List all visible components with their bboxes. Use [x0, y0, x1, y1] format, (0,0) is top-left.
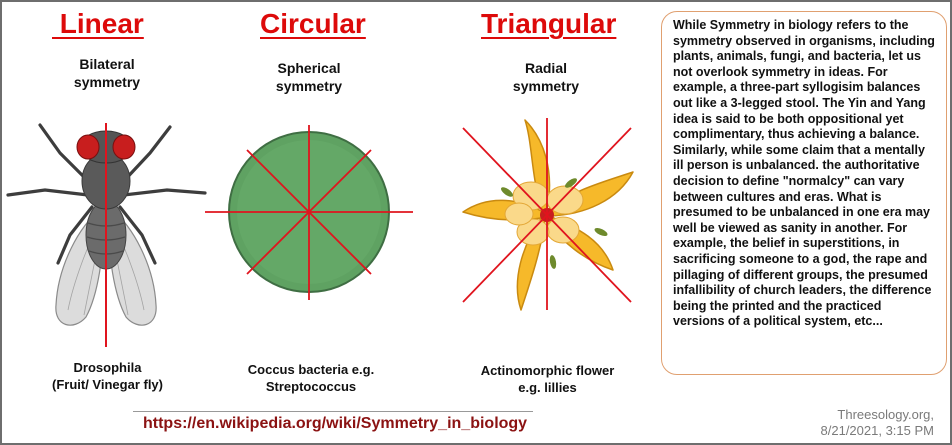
- caption-flower: Actinomorphic flower e.g. lillies: [465, 362, 630, 396]
- subtitle-line: symmetry: [512, 78, 580, 94]
- subtitle-line: Spherical: [277, 60, 341, 76]
- lily-flower-icon: [462, 118, 634, 311]
- fruit-fly-icon: [6, 123, 207, 347]
- subtitle-bilateral: Bilateral symmetry: [27, 55, 187, 91]
- wikipedia-link[interactable]: https://en.wikipedia.org/wiki/Symmetry_i…: [143, 415, 528, 432]
- subtitle-radial: Radial symmetry: [466, 59, 626, 95]
- description-text: While Symmetry in biology refers to the …: [673, 18, 935, 329]
- subtitle-line: symmetry: [73, 74, 141, 90]
- subtitle-spherical: Spherical symmetry: [229, 59, 389, 95]
- credit: Threesology.org, 8/21/2021, 3:15 PM: [821, 407, 934, 439]
- link-divider: [133, 411, 533, 412]
- heading-triangular: Triangular: [481, 8, 617, 39]
- heading-circular: Circular: [260, 8, 366, 39]
- description-box: While Symmetry in biology refers to the …: [661, 11, 947, 375]
- coccus-bacterium-icon: [205, 125, 413, 300]
- caption-line: e.g. lillies: [518, 380, 577, 395]
- subtitle-line: symmetry: [275, 78, 343, 94]
- caption-line: Streptococcus: [265, 379, 357, 394]
- caption-line: Coccus bacteria e.g.: [247, 362, 375, 377]
- caption-drosophila: Drosophila (Fruit/ Vinegar fly): [35, 359, 180, 393]
- credit-date: 8/21/2021, 3:15 PM: [820, 423, 934, 438]
- caption-coccus: Coccus bacteria e.g. Streptococcus: [226, 361, 396, 395]
- subtitle-line: Bilateral: [79, 56, 135, 72]
- caption-line: (Fruit/ Vinegar fly): [52, 377, 163, 392]
- caption-line: Drosophila: [73, 360, 142, 375]
- heading-linear: Linear: [52, 8, 144, 39]
- caption-line: Actinomorphic flower: [480, 363, 615, 378]
- credit-site: Threesology.org,: [837, 407, 934, 422]
- subtitle-line: Radial: [524, 60, 567, 76]
